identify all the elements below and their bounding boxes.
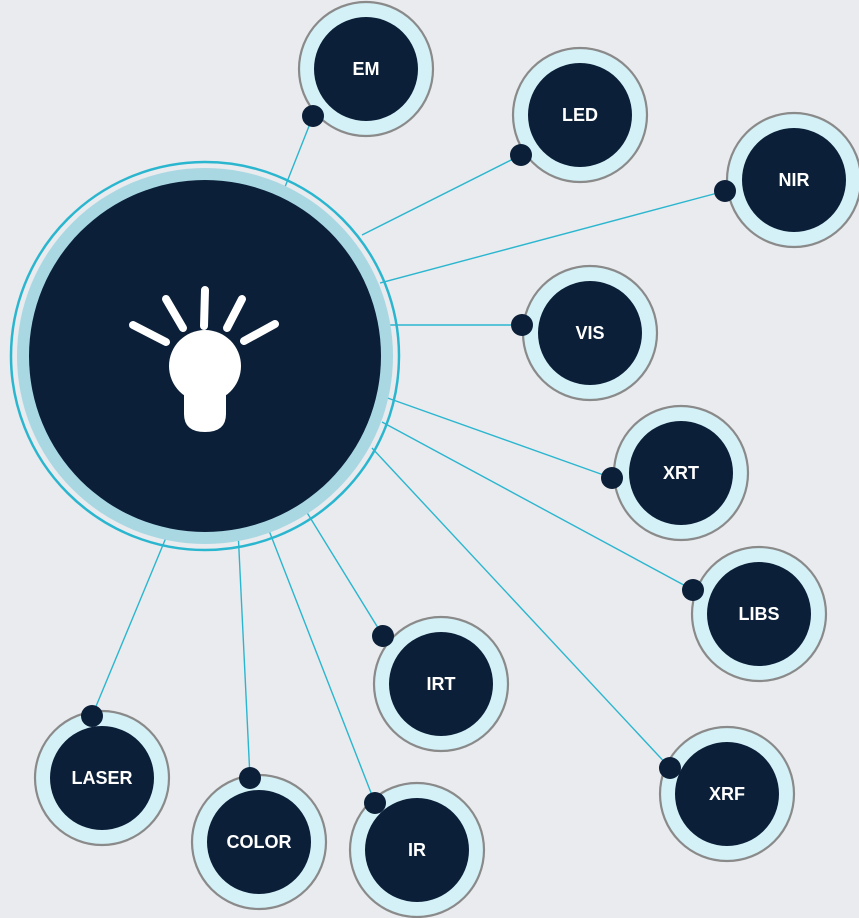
connector-dot-irt: [372, 625, 394, 647]
node-label-vis: VIS: [575, 323, 604, 343]
node-label-irt: IRT: [427, 674, 456, 694]
node-label-laser: LASER: [71, 768, 132, 788]
connector-dot-xrt: [601, 467, 623, 489]
node-label-color: COLOR: [227, 832, 292, 852]
node-label-nir: NIR: [779, 170, 810, 190]
connector-laser: [91, 527, 171, 717]
connector-color: [237, 529, 251, 779]
connector-irt: [297, 497, 384, 637]
connector-xrt: [381, 395, 613, 479]
node-label-xrt: XRT: [663, 463, 699, 483]
connector-dot-libs: [682, 579, 704, 601]
node-label-ir: IR: [408, 840, 426, 860]
connector-dot-nir: [714, 180, 736, 202]
node-em: EM: [297, 0, 435, 138]
connector-led: [361, 154, 522, 236]
connector-dot-ir: [364, 792, 386, 814]
node-irt: IRT: [372, 615, 510, 753]
node-nir: NIR: [714, 111, 859, 249]
connector-dot-xrf: [659, 757, 681, 779]
node-laser: LASER: [33, 705, 171, 847]
node-vis: VIS: [511, 264, 659, 402]
connector-libs: [381, 421, 694, 591]
connector-nir: [379, 190, 726, 284]
connector-dot-vis: [511, 314, 533, 336]
node-libs: LIBS: [682, 545, 828, 683]
connector-xrf: [371, 447, 671, 769]
connector-dot-em: [302, 105, 324, 127]
lightbulb-icon: [129, 286, 279, 432]
hub-circle: [9, 160, 401, 552]
node-xrf: XRF: [658, 725, 796, 863]
connector-ir: [267, 527, 376, 804]
node-xrt: XRT: [601, 404, 750, 542]
node-led: LED: [510, 46, 649, 184]
connector-lines: [91, 115, 726, 804]
node-label-em: EM: [353, 59, 380, 79]
connector-dot-color: [239, 767, 261, 789]
node-label-led: LED: [562, 105, 598, 125]
node-label-libs: LIBS: [738, 604, 779, 624]
node-ir: IR: [348, 781, 486, 918]
node-label-xrf: XRF: [709, 784, 745, 804]
connector-dot-led: [510, 144, 532, 166]
connector-dot-laser: [81, 705, 103, 727]
node-color: COLOR: [190, 767, 328, 911]
